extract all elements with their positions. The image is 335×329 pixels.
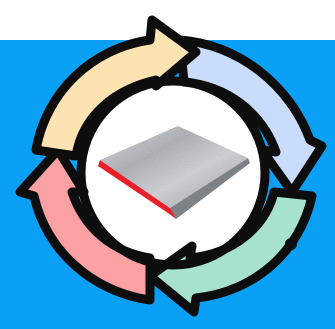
decorative-dot	[285, 238, 297, 250]
